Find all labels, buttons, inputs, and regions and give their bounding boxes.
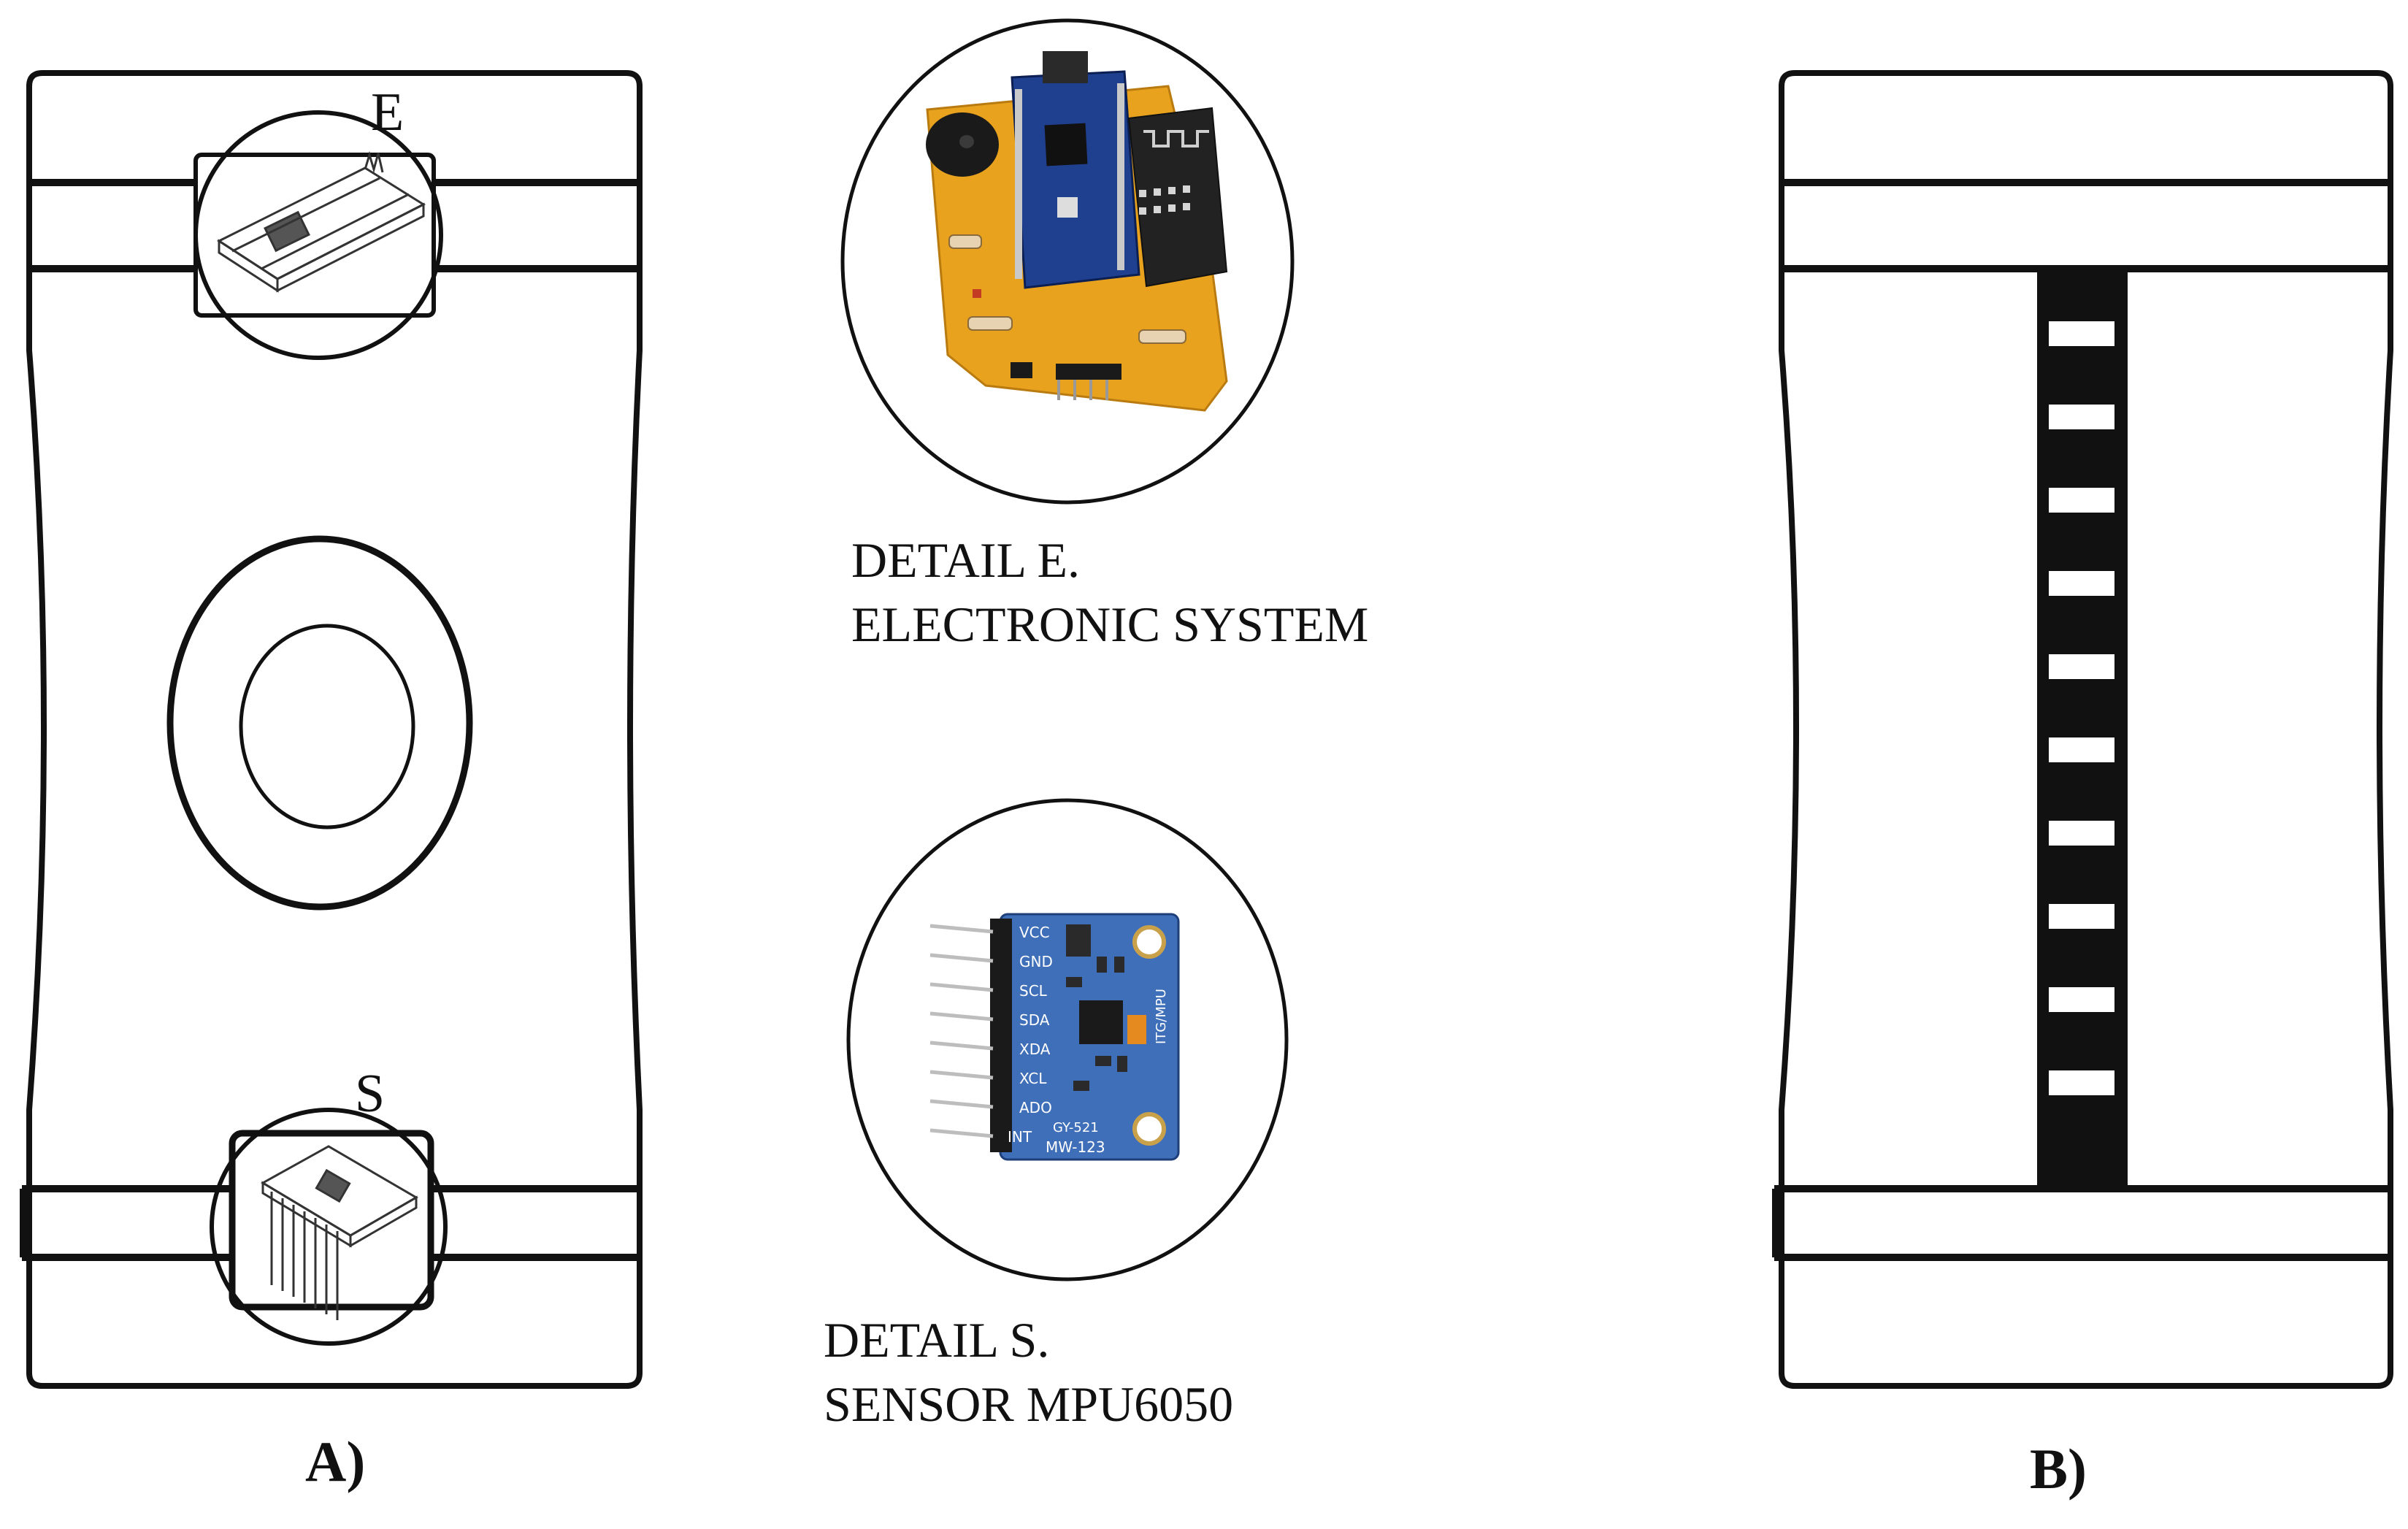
detail-e [840,18,1295,505]
pin-label-scl: SCL [1019,982,1048,1000]
smd-components [1066,957,1127,1091]
panel-b-body-outline [1779,70,2393,1389]
detail-e-title: DETAIL E. [851,532,1080,588]
sensor-pin-labels: VCC GND SCL SDA XDA XCL ADO INT GY-521 M… [1008,924,1169,1156]
orange-capacitor [1127,1015,1146,1044]
arduino-header-pins [1015,83,1124,279]
detail-s-circle [846,798,1289,1281]
detail-e-circle [840,18,1295,505]
arduino-nano-lineart [216,150,426,293]
resistors [948,234,1186,344]
ladder-windows [2049,321,2114,1095]
wireless-pins [1139,185,1190,215]
mpu6050-chip [1079,1000,1123,1044]
back-ladder-strip [2037,269,2128,1190]
arduino-reset-button [1057,197,1078,218]
detail-s-callout-circle [210,1108,448,1346]
pin-label-ado: ADO [1019,1099,1052,1116]
pin-label-vcc: VCC [1019,924,1050,941]
detail-e-callout-circle [193,110,443,360]
pin-label-xcl: XCL [1019,1070,1047,1087]
pcb-pin-headers [1011,362,1121,400]
arduino-chip [1044,123,1088,166]
detail-e-subtitle: ELECTRONIC SYSTEM [851,597,1368,652]
detail-s-subtitle: SENSOR MPU6050 [824,1376,1233,1432]
wireless-antenna [1143,130,1209,147]
pin-label-xda: XDA [1019,1041,1051,1058]
panel-b-label: B) [2030,1437,2087,1501]
pin-label-int: INT [1008,1128,1032,1146]
pin-label-gnd: GND [1019,953,1053,970]
detail-s-title: DETAIL S. [824,1312,1049,1368]
sensor-mount-hole-bottom [1132,1112,1166,1146]
sensor-pin-header [990,919,1012,1152]
sensor-housing [229,1130,434,1311]
board-model-label: GY-521 [1053,1120,1099,1135]
detail-s: VCC GND SCL SDA XDA XCL ADO INT GY-521 M… [846,798,1289,1281]
usb-connector [1043,51,1088,83]
detail-e-marker: E [371,83,404,142]
board-part-label: MW-123 [1046,1138,1105,1156]
chip-silkscreen-label: ITG/MPU [1154,989,1169,1044]
panel-a-body-outline [26,70,643,1389]
wireless-module [1127,107,1228,288]
panel-a-label: A) [305,1430,365,1493]
pin-label-sda: SDA [1019,1011,1050,1029]
regulator [1066,924,1091,957]
grip-inner-ring [239,624,415,829]
detail-s-marker: S [355,1064,385,1124]
mpu6050-lineart [261,1145,418,1320]
sensor-mount-hole-top [1132,925,1166,959]
buzzer-hole [959,135,974,148]
sensor-pins [929,924,994,1138]
grip-outer-ring [166,535,473,911]
